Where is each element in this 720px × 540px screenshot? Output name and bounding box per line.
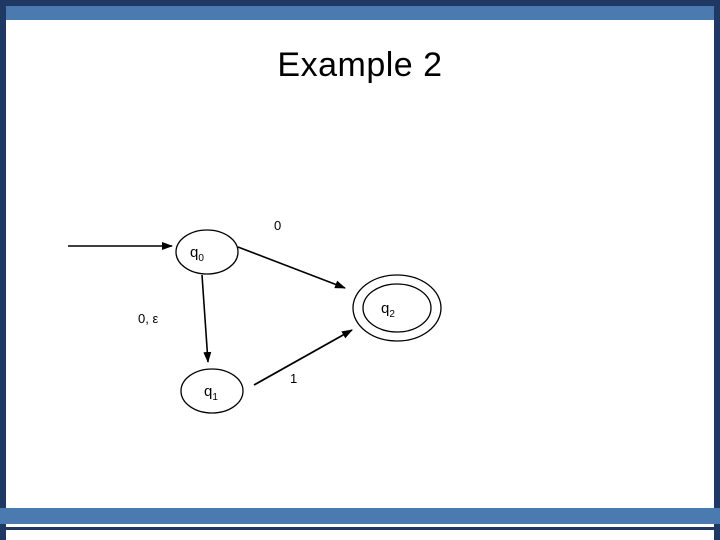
state-label-q2-sub: 2 bbox=[389, 309, 395, 320]
state-label-q2: q2 bbox=[381, 300, 395, 320]
state-label-q1-sub: 1 bbox=[212, 392, 218, 403]
state-label-q1-name: q bbox=[204, 383, 213, 400]
edge-q1-to-q2 bbox=[253, 329, 353, 386]
edge-label-q0-q1: 0, ε bbox=[138, 311, 159, 326]
edge-label-q0-q2: 0 bbox=[274, 218, 282, 233]
edge-q0-to-q2 bbox=[237, 246, 346, 289]
slide-border-left bbox=[0, 0, 6, 540]
slide-border-right bbox=[714, 0, 720, 540]
state-label-q0-name: q bbox=[190, 244, 199, 261]
slide-border-bottom-band bbox=[0, 508, 720, 524]
slide-border-bottom-line bbox=[0, 527, 720, 530]
state-q2-inner bbox=[362, 283, 432, 333]
state-q0 bbox=[175, 229, 239, 275]
edge-q0-to-q1 bbox=[201, 274, 212, 363]
edge-label-q1-q2: 1 bbox=[290, 371, 298, 386]
state-label-q0-sub: 0 bbox=[198, 253, 204, 264]
state-label-q2-name: q bbox=[381, 300, 390, 317]
slide-border-top-outer bbox=[0, 0, 720, 6]
slide-border-top-inner bbox=[0, 6, 720, 20]
state-label-q1: q1 bbox=[204, 383, 218, 403]
page-title: Example 2 bbox=[277, 46, 443, 84]
state-q1 bbox=[180, 368, 244, 414]
state-label-q0: q0 bbox=[190, 244, 204, 264]
